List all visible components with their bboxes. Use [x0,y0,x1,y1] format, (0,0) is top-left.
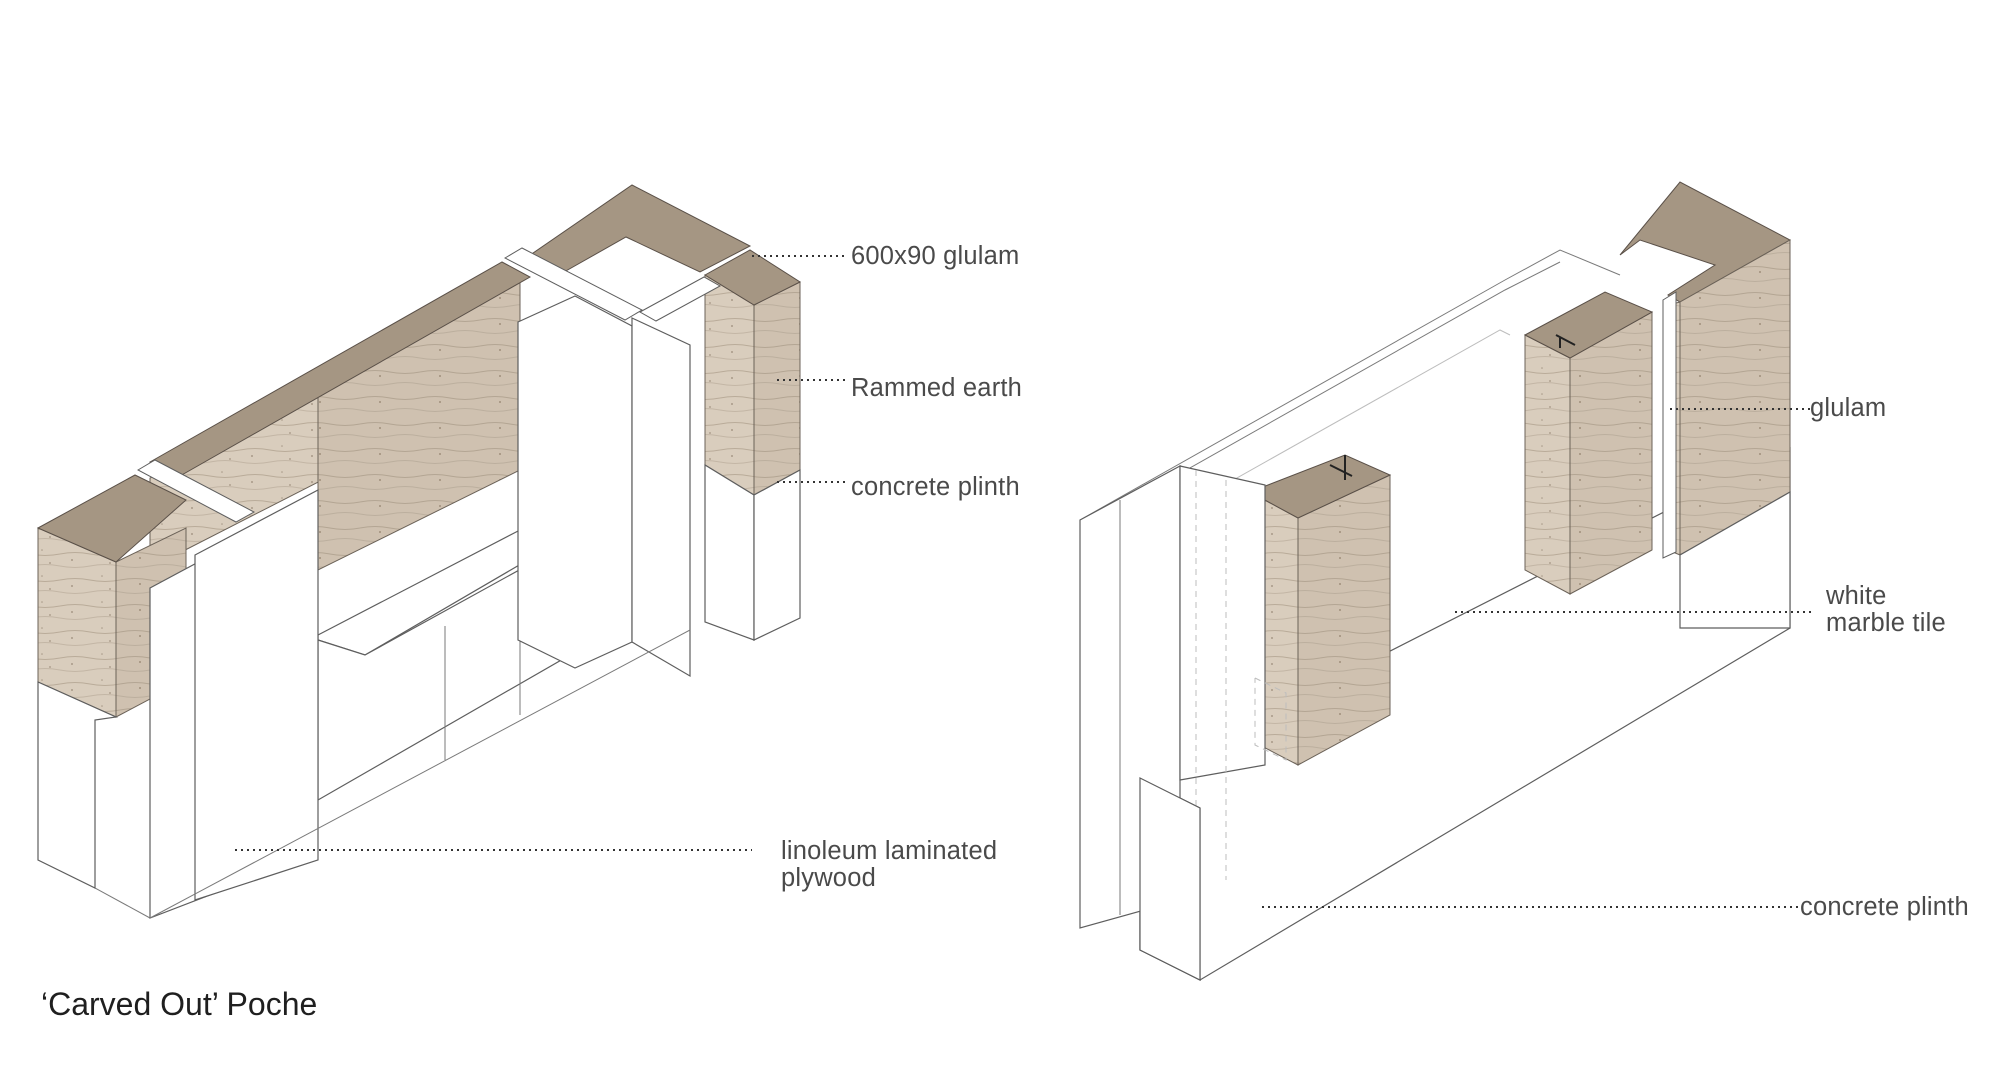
label-rammed-earth: Rammed earth [851,374,1023,402]
right-front-earth-side [1297,474,1391,766]
left-column-cap [704,249,802,306]
right-corner-plinth [1679,490,1791,629]
left-tall-panel-2 [631,317,691,678]
right-assembly [1079,181,1792,981]
left-l-cap [518,184,752,273]
left-glulam-strip-3 [136,459,256,523]
left-column-earth-side [753,281,801,496]
label-white-marble-line2: marble tile [1826,609,1946,637]
left-column-earth-front [704,274,755,496]
left-glulam-strip-1 [503,247,644,321]
left-corner-cap [36,474,187,563]
right-glulam-vertical [1662,291,1677,559]
right-front-cap [1248,454,1392,519]
label-glulam: glulam [1810,394,1887,422]
label-linoleum-line1: linoleum laminated [781,837,998,865]
label-white-marble: white marble tile [1826,583,1946,637]
right-glulam-panel [1179,465,1266,781]
leaders [235,255,1812,908]
label-concrete-plinth-right: concrete plinth [1800,893,1969,921]
right-top-frame [1079,249,1621,521]
left-tall-panel [517,295,633,669]
label-concrete-plinth-left: concrete plinth [851,473,1020,501]
left-assembly [36,184,802,919]
right-front-box-side [1139,777,1201,981]
right-mid-earth-side [1569,311,1653,595]
right-mid-earth-front [1524,334,1571,595]
left-column-plinth-side [753,468,801,641]
left-glulam-strip-2 [638,276,722,322]
label-linoleum: linoleum laminated plywood [781,838,997,892]
label-linoleum-line2: plywood [781,864,876,892]
label-white-marble-line1: white [1826,582,1887,610]
left-panel-b [194,489,319,901]
left-floor-line [94,629,691,919]
right-mid-cap [1523,291,1654,359]
left-column-plinth [704,463,755,641]
drawing-title: ‘Carved Out’ Poche [41,986,318,1022]
left-corner-plinth [37,681,119,889]
label-600x90-glulam: 600x90 glulam [851,242,1020,270]
